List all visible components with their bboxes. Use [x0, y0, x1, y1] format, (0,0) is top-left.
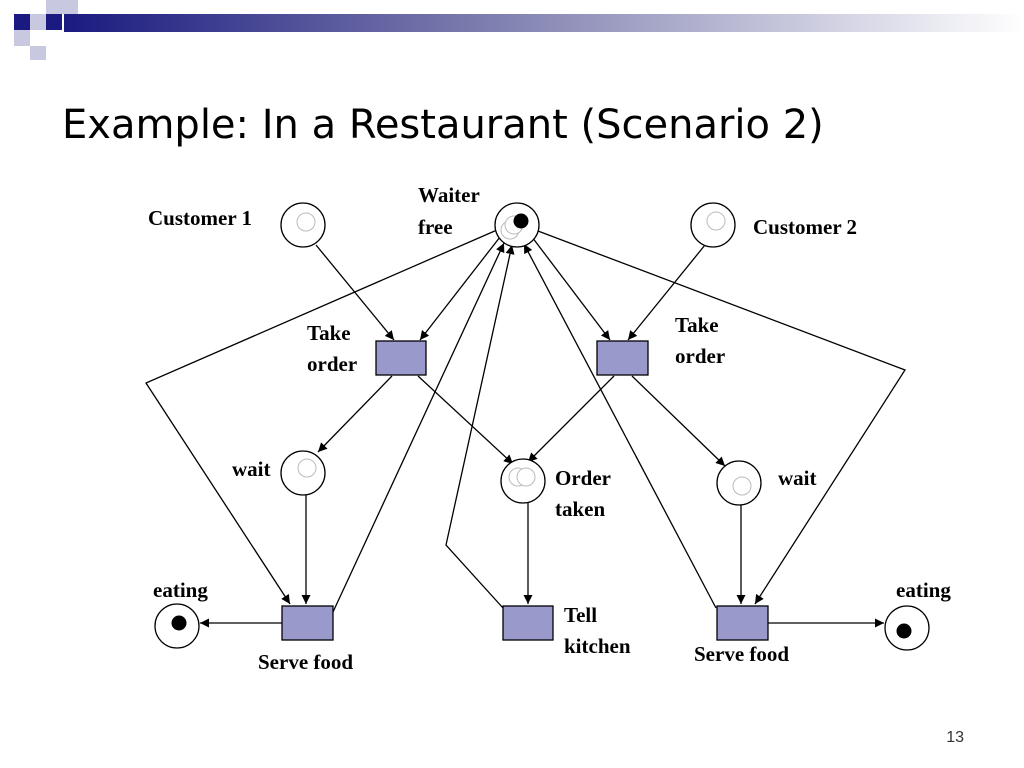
header-square [62, 0, 78, 14]
places [154, 202, 930, 651]
label-tell-kitchen-1: Tell [564, 603, 597, 627]
arc-waiter-to-serve-food-right [537, 230, 906, 605]
transition-serve-food-right [716, 605, 769, 641]
transitions [281, 340, 769, 641]
token [513, 213, 529, 229]
label-waiter-free-2: free [418, 215, 453, 239]
label-order-taken-2: taken [555, 497, 605, 521]
transition-take-order-left [375, 340, 427, 376]
label-wait-right: wait [778, 466, 817, 490]
header-square [30, 14, 46, 30]
place-waiter-free [494, 202, 540, 248]
label-serve-food-right: Serve food [694, 642, 789, 666]
header-square [30, 30, 46, 46]
header-square [30, 46, 46, 60]
header-square [14, 14, 30, 30]
label-customer-1: Customer 1 [148, 206, 252, 230]
place-eating-right [884, 605, 930, 651]
place-eating-left [154, 603, 200, 649]
label-take-order-left-2: order [307, 352, 357, 376]
label-take-order-right-2: order [675, 344, 725, 368]
token [896, 623, 912, 639]
arc-serve-food-left-to-waiter [332, 242, 505, 613]
arc-take-order-right-to-order-taken [527, 375, 615, 463]
place-wait-left [280, 450, 326, 496]
arc-waiter-to-serve-food-left [145, 229, 498, 605]
slide-title: Example: In a Restaurant (Scenario 2) [62, 102, 824, 148]
label-wait-left: wait [232, 457, 271, 481]
label-eating-left: eating [153, 578, 208, 602]
header-square [14, 30, 30, 46]
label-take-order-right-1: Take [675, 313, 719, 337]
arc-customer2-to-take-order-right [627, 244, 706, 341]
place-order-taken [500, 458, 546, 504]
transition-tell-kitchen [502, 605, 554, 641]
arc-take-order-left-to-order-taken [417, 375, 514, 465]
arc-serve-food-right-to-waiter [523, 243, 717, 609]
transition-serve-food-left [281, 605, 334, 641]
label-take-order-left-1: Take [307, 321, 351, 345]
arc-take-order-left-to-wait-left [317, 375, 393, 453]
token [171, 615, 187, 631]
arcs [145, 229, 906, 628]
header-square [46, 14, 62, 30]
label-tell-kitchen-2: kitchen [564, 634, 631, 658]
label-waiter-free-1: Waiter [418, 183, 480, 207]
label-serve-food-left: Serve food [258, 650, 353, 674]
page-number: 13 [946, 729, 964, 746]
label-eating-right: eating [896, 578, 951, 602]
header-decoration [0, 0, 1024, 60]
label-customer-2: Customer 2 [753, 215, 857, 239]
arc-tell-kitchen-to-waiter [445, 244, 515, 609]
transition-take-order-right [596, 340, 649, 376]
arc-waiter-to-take-order-left [419, 236, 501, 341]
arc-take-order-right-to-wait-right [631, 375, 726, 467]
place-wait-right [716, 460, 762, 506]
header-gradient-bar [64, 14, 1024, 32]
arc-waiter-to-take-order-right [531, 236, 611, 341]
label-order-taken-1: Order [555, 466, 611, 490]
header-square [0, 30, 14, 46]
place-customer-1 [280, 202, 326, 248]
header-square [46, 0, 62, 14]
place-customer-2 [690, 202, 736, 248]
